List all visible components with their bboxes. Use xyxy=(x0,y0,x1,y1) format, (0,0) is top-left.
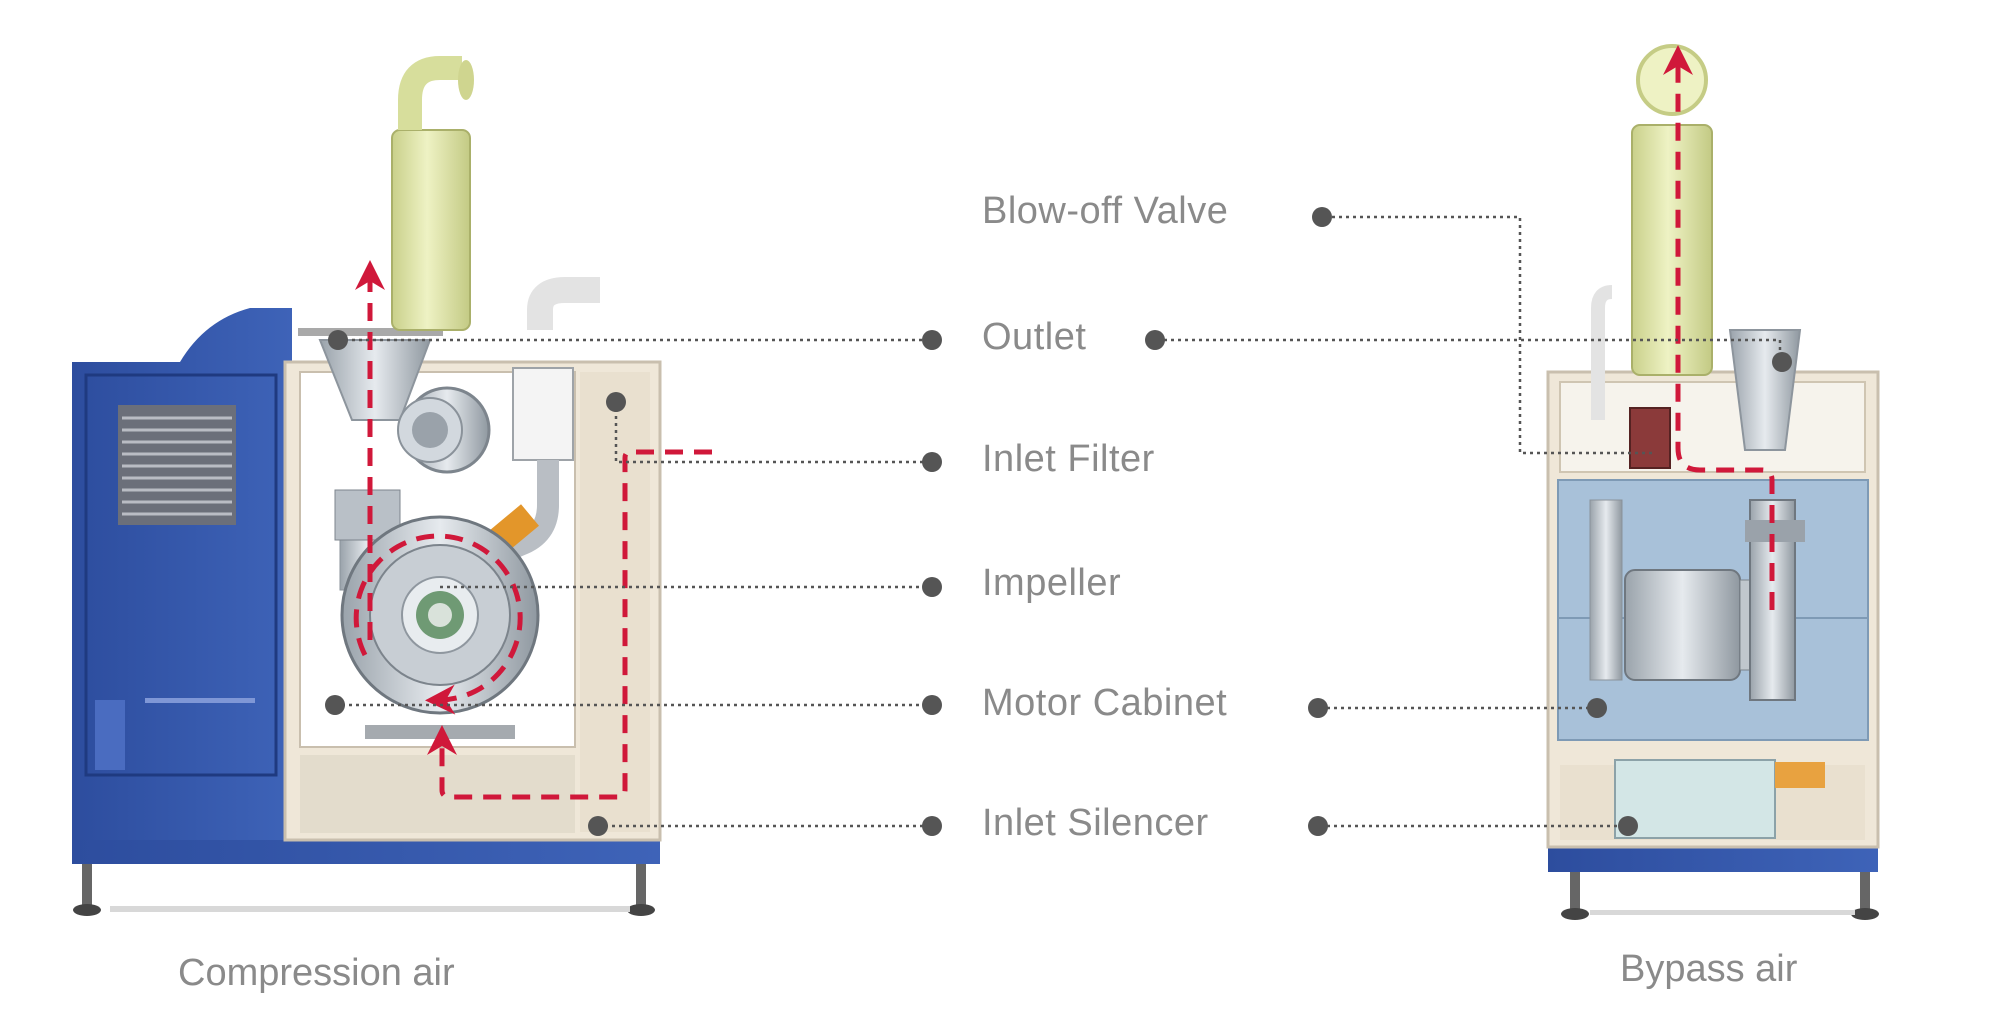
caption-bypass-air: Bypass air xyxy=(1620,948,1798,990)
leader-line xyxy=(1325,215,1652,455)
leader-dot xyxy=(588,816,608,836)
flow-arrows xyxy=(353,45,1775,800)
leader-line xyxy=(614,402,932,464)
machine-base xyxy=(72,838,660,864)
inlet-filter-box xyxy=(512,367,574,461)
label-outlet: Outlet xyxy=(982,316,1087,358)
label-inlet-silencer: Inlet Silencer xyxy=(982,802,1209,844)
leader-dot xyxy=(1618,816,1638,836)
leader-dot xyxy=(325,695,345,715)
leader-dot xyxy=(328,330,348,350)
silencer-muffler xyxy=(391,129,471,331)
label-blow-off-valve: Blow-off Valve xyxy=(982,190,1229,232)
machine-leg xyxy=(1570,870,1580,915)
leader-dot xyxy=(1772,352,1792,372)
leader-dot xyxy=(922,577,942,597)
machine-leg xyxy=(1860,870,1870,915)
machine-base xyxy=(1548,845,1878,872)
leader-dot xyxy=(1308,816,1328,836)
leader-dot xyxy=(922,816,942,836)
leader-dot xyxy=(1145,330,1165,350)
motor xyxy=(1624,569,1741,681)
flow-arrow xyxy=(1663,45,1775,610)
caption-compression-air: Compression air xyxy=(178,952,455,994)
label-inlet-filter: Inlet Filter xyxy=(982,438,1155,480)
label-impeller: Impeller xyxy=(982,562,1122,604)
leader-dot xyxy=(922,695,942,715)
bypass-machine xyxy=(1546,44,1880,920)
compression-machine xyxy=(72,56,662,916)
leader-dot xyxy=(1587,698,1607,718)
silencer-muffler xyxy=(1631,124,1713,376)
leader-dot xyxy=(1312,207,1332,227)
blow-off-valve-body xyxy=(1629,407,1671,469)
leader-dot xyxy=(922,330,942,350)
label-motor-cabinet: Motor Cabinet xyxy=(982,682,1228,724)
flow-arrow xyxy=(353,533,523,715)
leader-dot xyxy=(1308,698,1328,718)
machine-leg xyxy=(82,862,92,910)
leader-dot xyxy=(922,452,942,472)
leader-dots xyxy=(325,207,1792,836)
leader-dot xyxy=(606,392,626,412)
machine-leg xyxy=(636,862,646,910)
